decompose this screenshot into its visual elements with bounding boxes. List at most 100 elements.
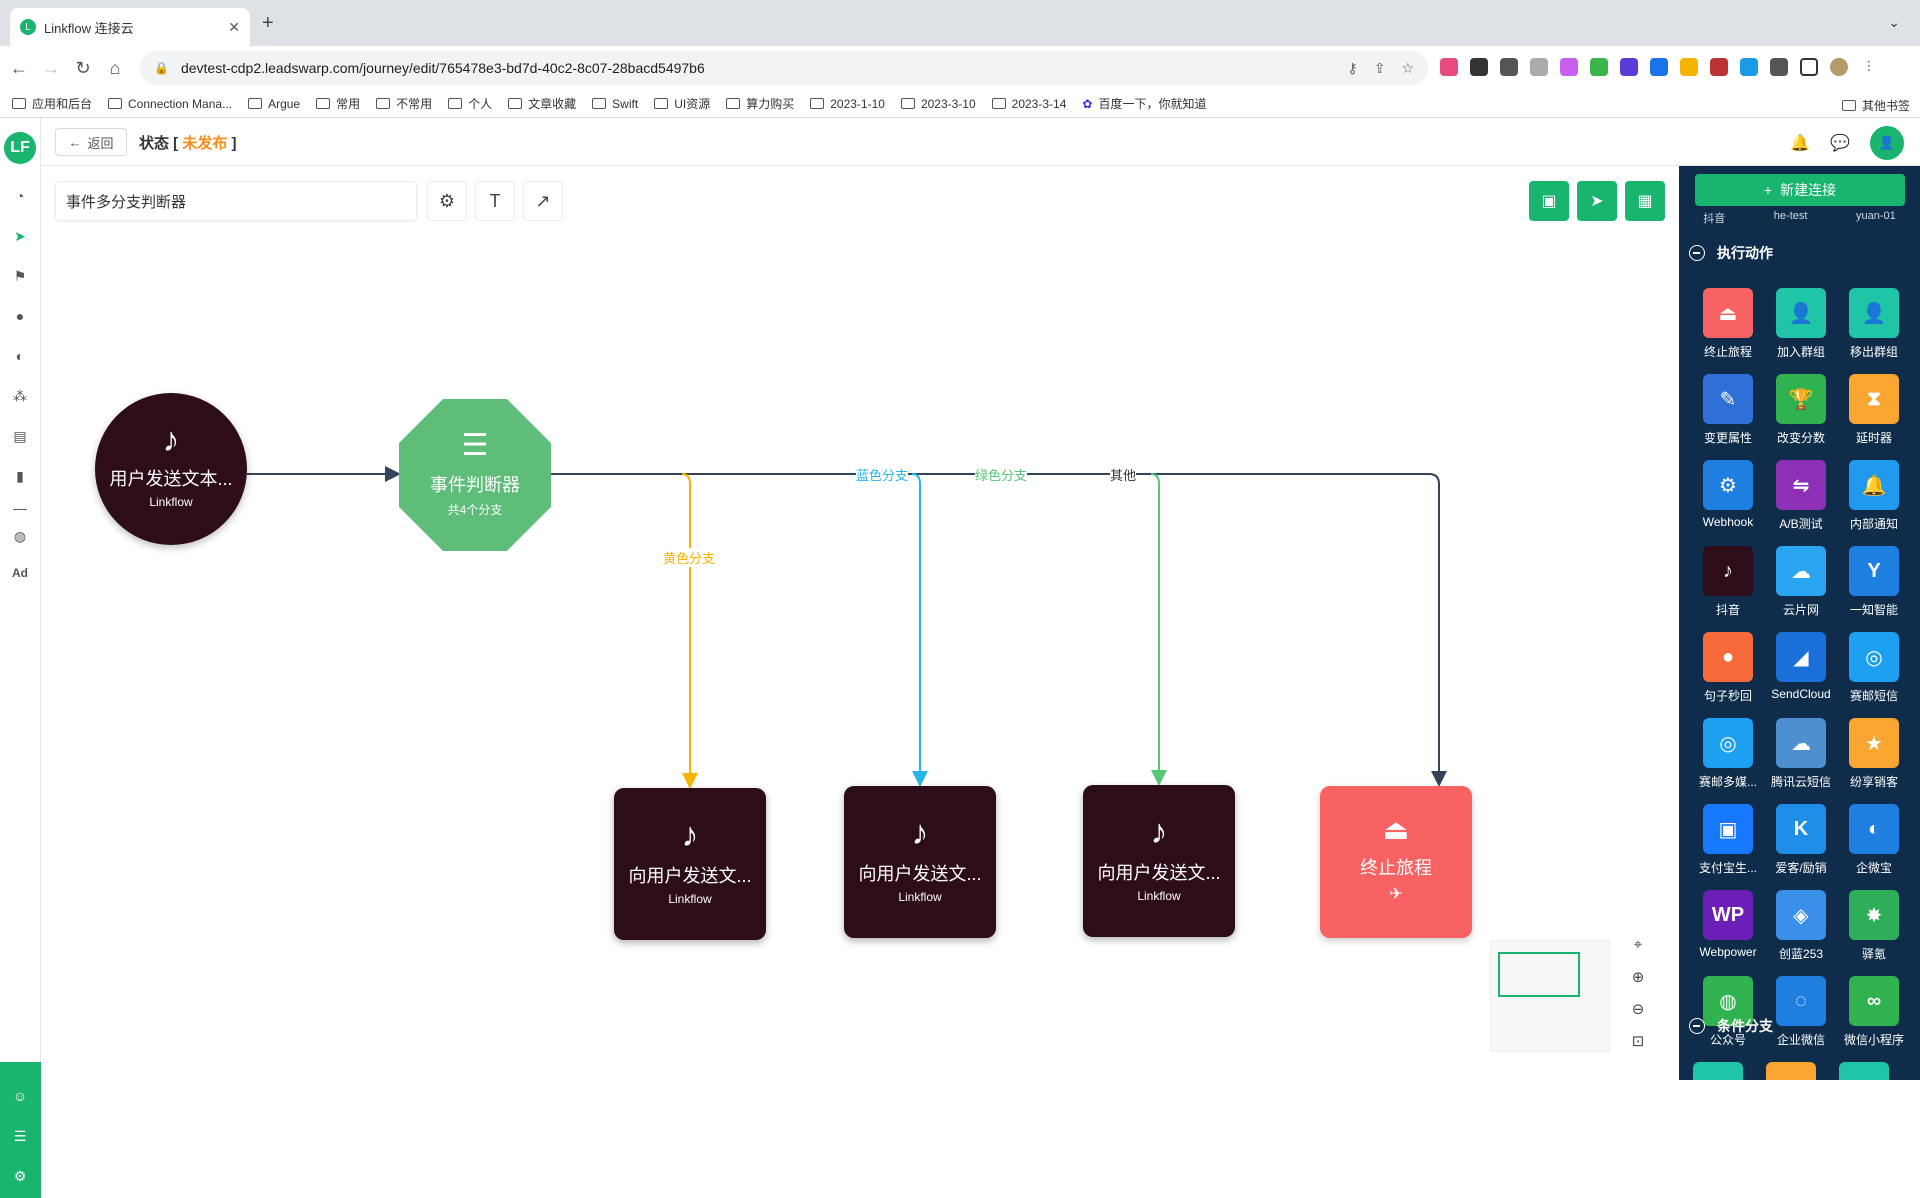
fit-view-icon[interactable]: ⊡ <box>1631 1033 1645 1050</box>
action-item[interactable]: ⧗延时器 <box>1839 374 1909 446</box>
action-item[interactable]: ◎赛邮多媒... <box>1693 718 1763 790</box>
action-item[interactable]: ⇋A/B测试 <box>1766 460 1836 532</box>
reload-icon[interactable]: ↻ <box>75 57 91 78</box>
settings-gear-icon[interactable]: ⚙ <box>427 181 467 221</box>
bookmark[interactable]: Swift <box>592 97 638 111</box>
text-tool-icon[interactable]: T <box>475 181 515 221</box>
zoom-out-icon[interactable]: ⊖ <box>1631 1001 1645 1018</box>
condition-item-partial[interactable] <box>1766 1062 1816 1080</box>
bookmark[interactable]: 2023-3-14 <box>991 97 1066 111</box>
send-text-node[interactable]: ♪ 向用户发送文... Linkflow <box>844 786 996 938</box>
bell-icon[interactable]: 🔔 <box>1790 135 1811 152</box>
extension-icon[interactable] <box>1470 58 1488 76</box>
bookmark[interactable]: UI资源 <box>654 95 710 112</box>
gear-icon[interactable]: ⚙ <box>13 1168 27 1184</box>
action-item[interactable]: ☁云片网 <box>1766 546 1836 618</box>
bookmark[interactable]: 2023-3-10 <box>900 97 976 111</box>
tag-icon[interactable]: ▤ <box>13 428 27 444</box>
wechat-icon[interactable]: ◍ <box>13 528 27 544</box>
profile-avatar[interactable] <box>1830 58 1848 76</box>
bookmark[interactable]: Argue <box>248 97 300 111</box>
action-item[interactable]: ☁腾讯云短信 <box>1766 718 1836 790</box>
journey-icon[interactable]: ➤ <box>14 228 26 244</box>
action-item[interactable]: ●句子秒回 <box>1693 632 1763 704</box>
extension-icon[interactable] <box>1530 58 1548 76</box>
analytics-icon[interactable]: ▮ <box>16 468 24 484</box>
publish-send-icon[interactable]: ➤ <box>1577 181 1617 221</box>
extension-icon[interactable] <box>1650 58 1668 76</box>
bookmark[interactable]: 文章收藏 <box>508 95 576 112</box>
bookmark[interactable]: 算力购买 <box>726 95 794 112</box>
users-icon[interactable]: ◐ <box>15 348 25 364</box>
extension-icon[interactable] <box>1710 58 1728 76</box>
zoom-in-icon[interactable]: ⊕ <box>1631 969 1645 986</box>
action-item[interactable]: ◍公众号 <box>1693 976 1763 1048</box>
action-item[interactable]: ∞微信小程序 <box>1839 976 1909 1048</box>
action-item[interactable]: 👤加入群组 <box>1766 288 1836 360</box>
action-item[interactable]: ✸驿氪 <box>1839 890 1909 962</box>
minimap-viewport[interactable] <box>1498 952 1580 997</box>
other-bookmarks[interactable]: 其他书签 <box>1841 97 1910 114</box>
key-icon[interactable]: ⚷ <box>1347 59 1358 76</box>
condition-item-partial[interactable] <box>1693 1062 1743 1080</box>
action-item[interactable]: 🏆改变分数 <box>1766 374 1836 446</box>
chat-icon[interactable]: 💬 <box>1830 135 1850 152</box>
action-item[interactable]: 🔔内部通知 <box>1839 460 1909 532</box>
browser-tab[interactable]: L Linkflow 连接云 ✕ <box>10 8 250 46</box>
action-item[interactable]: ◌企业微信 <box>1766 976 1836 1048</box>
tab-list-chevron-icon[interactable]: ⌄ <box>1888 14 1900 30</box>
action-item[interactable]: ✎变更属性 <box>1693 374 1763 446</box>
person-icon[interactable]: ☺ <box>12 1088 28 1104</box>
back-button[interactable]: ←返回 <box>55 128 127 156</box>
segments-icon[interactable]: ⁂ <box>13 388 27 404</box>
send-text-node[interactable]: ♪ 向用户发送文... Linkflow <box>614 788 766 940</box>
bookmark[interactable]: Connection Mana... <box>108 97 232 111</box>
start-node[interactable]: ♪ 用户发送文本... Linkflow <box>95 393 247 545</box>
forward-arrow-icon[interactable]: → <box>42 57 60 78</box>
bookmark[interactable]: 应用和后台 <box>12 95 92 112</box>
linkflow-logo[interactable]: LF <box>4 132 36 164</box>
journey-canvas[interactable]: 事件多分支判断器 ⚙ T ↗ ▣ ➤ ▦ 黄色分支 蓝色分支 绿色分支 其他 ♪… <box>41 166 1679 1080</box>
layout-icon[interactable]: ▦ <box>1625 181 1665 221</box>
bookmark[interactable]: 2023-1-10 <box>810 97 885 111</box>
action-item[interactable]: ♪抖音 <box>1693 546 1763 618</box>
more-menu-icon[interactable]: ⋮ <box>1862 58 1876 73</box>
home-icon[interactable]: ⌂ <box>109 57 121 78</box>
bookmark[interactable]: 不常用 <box>376 95 432 112</box>
star-icon[interactable]: ☆ <box>1401 59 1414 76</box>
action-item[interactable]: ◢SendCloud <box>1766 632 1836 704</box>
action-item[interactable]: ◈创蓝253 <box>1766 890 1836 962</box>
address-bar[interactable]: 🔒 devtest-cdp2.leadswarp.com/journey/edi… <box>140 51 1428 85</box>
extension-icon[interactable] <box>1680 58 1698 76</box>
sidepanel-icon[interactable] <box>1800 58 1818 76</box>
extension-icon[interactable] <box>1590 58 1608 76</box>
send-text-node[interactable]: ♪ 向用户发送文... Linkflow <box>1083 785 1235 937</box>
locate-icon[interactable]: ⌖ <box>1633 936 1643 953</box>
action-item[interactable]: ◐企微宝 <box>1839 804 1909 876</box>
end-journey-node[interactable]: ⏏ 终止旅程 ✈ <box>1320 786 1472 938</box>
action-item[interactable]: ★纷享销客 <box>1839 718 1909 790</box>
action-item[interactable]: ⚙Webhook <box>1693 460 1763 532</box>
close-tab-icon[interactable]: ✕ <box>228 18 240 35</box>
flag-icon[interactable]: ⚑ <box>13 268 27 284</box>
server-icon[interactable]: ☰ <box>13 1128 27 1144</box>
puzzle-icon[interactable] <box>1770 58 1788 76</box>
extension-icon[interactable] <box>1740 58 1758 76</box>
share-icon[interactable]: ⇪ <box>1373 59 1386 76</box>
section-conditions-header[interactable]: 条件分支 <box>1679 1011 1920 1041</box>
journey-name-input[interactable]: 事件多分支判断器 <box>55 181 417 221</box>
condition-item-partial[interactable] <box>1839 1062 1889 1080</box>
extension-icon[interactable] <box>1560 58 1578 76</box>
canvas-minimap[interactable] <box>1490 940 1610 1052</box>
bookmark[interactable]: 常用 <box>316 95 360 112</box>
bookmark[interactable]: ✿百度一下，你就知道 <box>1082 95 1206 112</box>
back-arrow-icon[interactable]: ← <box>10 57 28 78</box>
new-connection-button[interactable]: +新建连接 <box>1695 174 1905 206</box>
action-item[interactable]: 👤移出群组 <box>1839 288 1909 360</box>
event-decision-node[interactable]: ☰ 事件判断器 共4个分支 <box>399 399 551 551</box>
extension-icon[interactable] <box>1500 58 1518 76</box>
extension-icon[interactable] <box>1440 58 1458 76</box>
